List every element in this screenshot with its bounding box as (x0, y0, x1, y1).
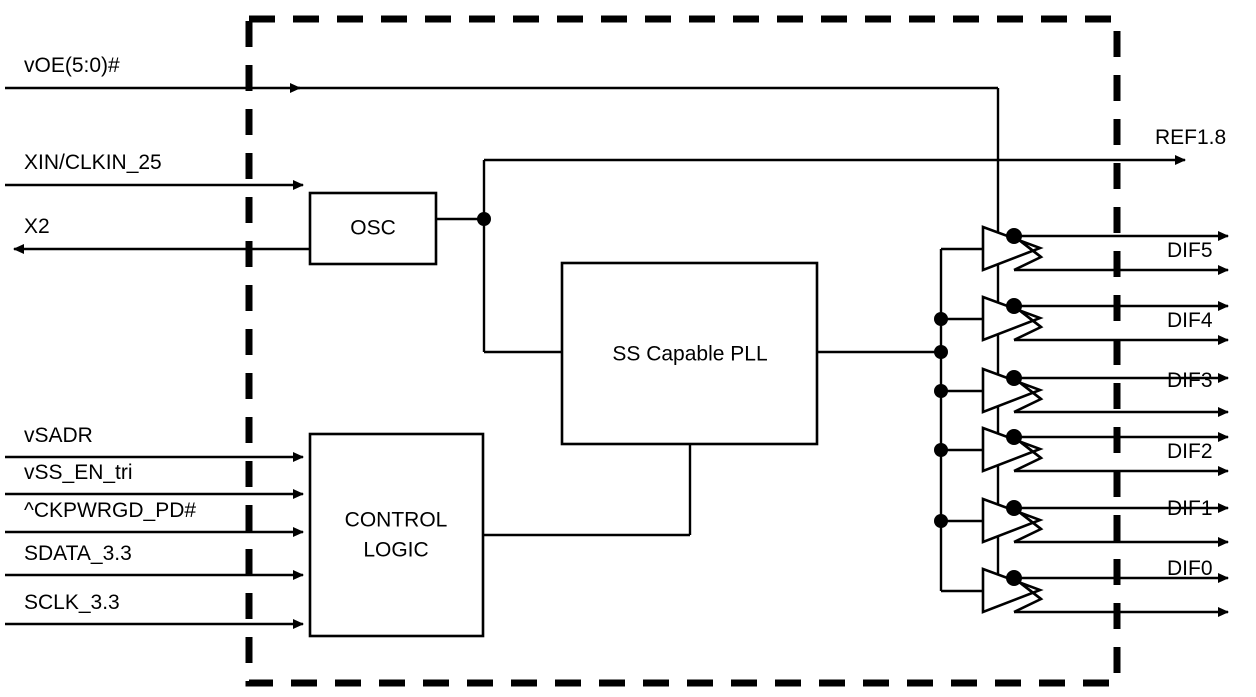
block-control-logic (308, 432, 485, 638)
buffer-dif0 (981, 567, 1044, 614)
block-osc (308, 191, 438, 266)
buffer-dif5 (981, 225, 1044, 272)
label-vssen: vSS_EN_tri (24, 461, 133, 484)
ctrl-to-pll-net (483, 444, 692, 537)
junction-bus-buf3 (934, 384, 948, 398)
junction-bus-pll (934, 345, 948, 359)
buffer-dif1 (981, 497, 1044, 544)
buffer-dif4 (981, 295, 1044, 342)
label-dif5: DIF5 (1167, 239, 1213, 262)
label-dif4: DIF4 (1167, 309, 1213, 332)
block-pll-label: SS Capable PLL (612, 343, 767, 366)
label-ckpwrgd: ^CKPWRGD_PD# (24, 499, 197, 522)
block-osc-label: OSC (350, 217, 396, 240)
label-dif2: DIF2 (1167, 440, 1213, 463)
control-input-lines (5, 452, 304, 629)
label-dif0: DIF0 (1167, 557, 1213, 580)
device-boundary (245, 15, 1121, 687)
label-dif1: DIF1 (1167, 497, 1213, 520)
input-signal-lines (5, 83, 1000, 594)
block-pll (560, 261, 819, 446)
block-control-logic-label-line1: CONTROL (345, 509, 448, 532)
label-ref18: REF1.8 (1155, 126, 1227, 149)
buffer-dif3 (981, 367, 1044, 414)
differential-output-lines (1014, 231, 1229, 617)
buffer-dif2 (981, 426, 1044, 473)
label-xin: XIN/CLKIN_25 (24, 151, 162, 174)
label-sdata: SDATA_3.3 (24, 542, 132, 565)
label-voe: vOE(5:0)# (24, 54, 120, 77)
osc-output-net (436, 155, 1186, 354)
buffer-feed-bus (939, 247, 983, 593)
junction-bus-buf4 (934, 312, 948, 326)
junction-bus-buf1 (934, 514, 948, 528)
label-vsadr: vSADR (24, 424, 93, 447)
junction-bus-buf2 (934, 443, 948, 457)
label-dif3: DIF3 (1167, 369, 1213, 392)
label-sclk: SCLK_3.3 (24, 591, 120, 614)
label-x2: X2 (24, 215, 50, 238)
buffer-bus-junctions (934, 312, 948, 528)
junction-osc (477, 212, 491, 226)
block-control-logic-label-line2: LOGIC (363, 539, 428, 562)
